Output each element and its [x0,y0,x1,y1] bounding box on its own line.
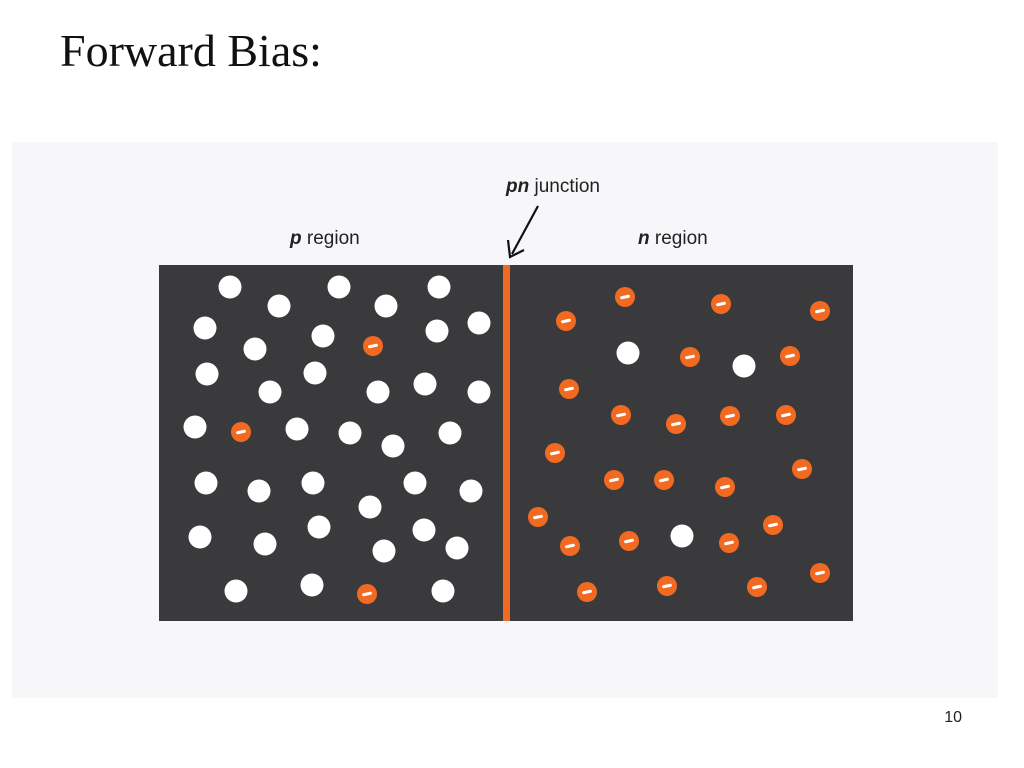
hole-carrier [194,471,218,495]
hole-carrier [253,532,277,556]
n-region-label: n region [638,228,708,250]
electron-carrier [611,405,631,425]
hole-carrier [327,275,351,299]
hole-carrier [381,434,405,458]
hole-carrier [427,275,451,299]
electron-carrier [619,531,639,551]
electron-carrier [810,563,830,583]
hole-carrier [732,354,756,378]
carrier-layer [183,265,830,621]
electron-carrier [363,336,383,356]
hole-carrier [467,380,491,404]
electron-carrier [357,584,377,604]
electron-carrier [719,533,739,553]
page-number: 10 [944,709,962,726]
hole-carrier [413,372,437,396]
hole-carrier [258,380,282,404]
electron-carrier [680,347,700,367]
hole-carrier [300,573,324,597]
hole-carrier [372,539,396,563]
electron-carrier [715,477,735,497]
electron-carrier [577,582,597,602]
hole-carrier [467,311,491,335]
hole-carrier [445,536,469,560]
electron-carrier [231,422,251,442]
hole-carrier [374,294,398,318]
n-label-text: region [649,228,708,249]
hole-carrier [188,525,212,549]
electron-carrier [747,577,767,597]
hole-carrier [366,380,390,404]
electron-carrier [776,405,796,425]
hole-carrier [670,524,694,548]
electron-carrier [556,311,576,331]
slide-title: Forward Bias: [60,25,322,76]
electron-carrier [615,287,635,307]
electron-carrier [559,379,579,399]
hole-carrier [285,417,309,441]
hole-carrier [311,324,335,348]
electron-carrier [654,470,674,490]
hole-carrier [193,316,217,340]
electron-carrier [780,346,800,366]
p-label-text: region [301,228,360,249]
pn-junction-label: pn junction [506,176,600,198]
p-label-italic: p [290,228,302,249]
electron-carrier [720,406,740,426]
hole-carrier [459,479,483,503]
hole-carrier [431,579,455,603]
electron-carrier [545,443,565,463]
hole-carrier [338,421,362,445]
hole-carrier [195,362,219,386]
electron-carrier [792,459,812,479]
hole-carrier [438,421,462,445]
hole-carrier [412,518,436,542]
junction-label-italic: pn [506,176,530,197]
hole-carrier [616,341,640,365]
hole-carrier [403,471,427,495]
hole-carrier [301,471,325,495]
semiconductor-diagram [159,265,853,621]
electron-carrier [666,414,686,434]
pn-junction-line [503,265,510,621]
hole-carrier [224,579,248,603]
hole-carrier [358,495,382,519]
electron-carrier [657,576,677,596]
hole-carrier [243,337,267,361]
junction-arrow-icon [506,205,539,259]
p-region-label: p region [290,228,360,250]
hole-carrier [247,479,271,503]
electron-carrier [604,470,624,490]
hole-carrier [425,319,449,343]
electron-carrier [711,294,731,314]
electron-carrier [763,515,783,535]
electron-carrier [810,301,830,321]
electron-carrier [528,507,548,527]
electron-carrier [560,536,580,556]
hole-carrier [307,515,331,539]
hole-carrier [218,275,242,299]
hole-carrier [303,361,327,385]
n-label-italic: n [638,228,650,249]
hole-carrier [183,415,207,439]
hole-carrier [267,294,291,318]
junction-label-text: junction [529,176,600,197]
